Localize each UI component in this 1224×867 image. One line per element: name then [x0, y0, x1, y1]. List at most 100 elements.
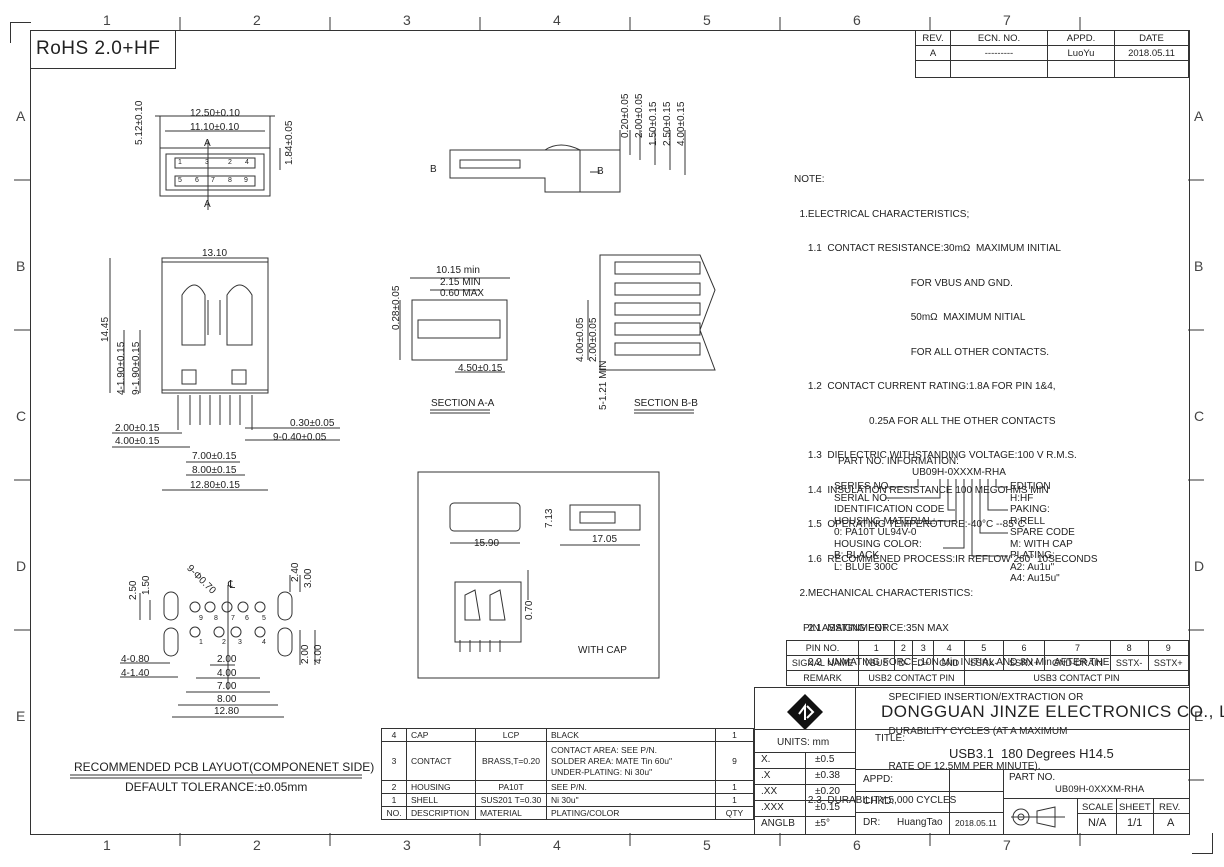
part-info-left-line: HOUSING COLOR:: [834, 538, 922, 550]
tol-key: .XXX: [761, 802, 784, 813]
pcb-pin-top: 5: [262, 615, 266, 622]
bom-plating: SEE P/N.: [546, 780, 716, 794]
pcb-centerline: ℄: [228, 579, 236, 591]
tol-key: .X: [761, 770, 771, 781]
pin-cell: 1: [858, 640, 895, 656]
signal-cell: GND-DRAIN: [1044, 655, 1111, 671]
rohs-badge: RoHS 2.0+HF: [30, 30, 176, 69]
section-bb-label: SECTION B-B: [634, 398, 698, 409]
cap-view-box: [417, 471, 660, 679]
bom-qty: 9: [715, 741, 754, 781]
pcb-pin-top: 9: [199, 615, 203, 622]
zone-col-1-bottom: 1: [103, 837, 111, 853]
zone-col-4-top: 4: [553, 12, 561, 28]
rev-cell-empty: [1114, 60, 1189, 78]
bom-header: DESCRIPTION: [406, 806, 476, 820]
dim-aa: 2.15 MIN: [440, 277, 481, 288]
dim-pcb: 4.00: [217, 668, 237, 679]
signal-cell: SSTX+: [1147, 655, 1190, 671]
dim-pcb: 4-0.80: [121, 654, 150, 665]
scale-label: SCALE: [1082, 802, 1114, 813]
bom-plating-line: SOLDER AREA: MATE Tin 60u": [551, 755, 672, 766]
pin-label-top: 4: [245, 159, 249, 166]
tol-val: ±0.38: [815, 770, 840, 781]
tol-key: X.: [761, 754, 771, 765]
note-line: 0.25A FOR ALL THE OTHER CONTACTS: [794, 415, 1056, 427]
note-line: 1.ELECTRICAL CHARACTERISTICS;: [794, 208, 970, 220]
zone-col-3-top: 3: [403, 12, 411, 28]
zone-col-2-bottom: 2: [253, 837, 261, 853]
zone-col-1-top: 1: [103, 12, 111, 28]
bom-qty: 1: [715, 728, 754, 742]
dim-front-d1: 2.00±0.15: [115, 423, 160, 434]
pin-cell: 7: [1044, 640, 1111, 656]
pin-cell: 8: [1109, 640, 1149, 656]
notes-block: NOTE: 1.ELECTRICAL CHARACTERISTICS; 1.1 …: [794, 151, 1109, 818]
dim-pcb: 8.00: [217, 694, 237, 705]
part-info-right-line: R:RELL: [1010, 515, 1046, 527]
part-info-left: SERIES NO. SERIAL NO. IDENTIFICATION COD…: [834, 481, 944, 573]
zone-col-5-top: 5: [703, 12, 711, 28]
pcb-pin-top: 7: [231, 615, 235, 622]
dim-aa: 4.50±0.15: [458, 363, 503, 374]
rohs-text: RoHS 2.0+HF: [36, 38, 161, 59]
dim-front-d3: 0.30±0.05: [290, 418, 335, 429]
pin-cell: 2: [893, 640, 914, 656]
rev-value: A: [1167, 817, 1175, 829]
bom-header: QTY: [715, 806, 754, 820]
part-info-left-line: L: BLUE 300C: [834, 561, 898, 573]
bom-no: 1: [381, 793, 407, 807]
zone-row-e-right: E: [1194, 708, 1204, 724]
pin-assignment-title: PIN ASSIGNMENT: [803, 623, 889, 634]
sheet-label: SHEET: [1119, 802, 1151, 813]
tol-val: ±0.20: [815, 786, 840, 797]
pin-label-bottom: 9: [244, 177, 248, 184]
zone-col-7-bottom: 7: [1003, 837, 1011, 853]
note-line: SPECIFIED INSERTION/EXTRACTION OR: [794, 691, 1084, 703]
bom-desc: CONTACT: [406, 741, 476, 781]
part-info-number: UB09H-0XXXM-RHA: [912, 467, 1006, 478]
drawer-name: HuangTao: [897, 817, 943, 828]
pin-label-bottom: 7: [211, 177, 215, 184]
pin-label-bottom: 8: [228, 177, 232, 184]
zone-col-6-top: 6: [853, 12, 861, 28]
pin-label-top: 2: [228, 159, 232, 166]
bom-header: MATERIAL: [475, 806, 547, 820]
zone-col-4-bottom: 4: [553, 837, 561, 853]
dim-front-d6: 8.00±0.15: [192, 465, 237, 476]
dr-label: DR:: [863, 817, 881, 828]
pcb-layout-title: RECOMMENDED PCB LAYUOT(COMPONENET SIDE): [74, 760, 375, 774]
part-info-left-line: B: BLACK: [834, 550, 880, 561]
drawing-frame: [30, 30, 1190, 835]
bom-material: LCP: [475, 728, 547, 742]
pin-label-bottom: 6: [195, 177, 199, 184]
bom-no: 2: [381, 780, 407, 794]
scale-value: N/A: [1088, 817, 1107, 829]
pin-cell: 6: [1002, 640, 1046, 656]
zone-row-b-left: B: [16, 258, 26, 274]
bom-no: 4: [381, 728, 407, 742]
pin-label-top: 1: [178, 159, 182, 166]
bom-desc: CAP: [406, 728, 476, 742]
note-line: 2.MECHANICAL CHARACTERISTICS:: [794, 588, 974, 599]
zone-row-a-right: A: [1194, 108, 1204, 124]
zone-row-e-left: E: [16, 708, 26, 724]
tol-key: .XX: [761, 786, 778, 797]
zone-col-6-bottom: 6: [853, 837, 861, 853]
dim-pcb: 7.00: [217, 681, 237, 692]
pin-assignment-table: PIN NO. 1 2 3 4 5 6 7 8 9 SIGNAL NAME VB…: [786, 640, 1190, 686]
note-line: FOR ALL OTHER CONTACTS.: [794, 346, 1050, 358]
zone-row-b-right: B: [1194, 258, 1204, 274]
bom-plating-line: UNDER-PLATING: Ni 30u": [551, 766, 653, 777]
zone-col-7-top: 7: [1003, 12, 1011, 28]
title-label: TITLE:: [875, 733, 906, 744]
zone-col-3-bottom: 3: [403, 837, 411, 853]
appd-label: APPD:: [863, 774, 894, 785]
remark-label: REMARK: [786, 670, 859, 686]
bom-no: 3: [381, 741, 407, 781]
dim-pcb: 12.80: [214, 706, 240, 717]
signal-cell: SSRX+: [1002, 655, 1046, 671]
pcb-pin-bottom: 4: [262, 639, 266, 646]
